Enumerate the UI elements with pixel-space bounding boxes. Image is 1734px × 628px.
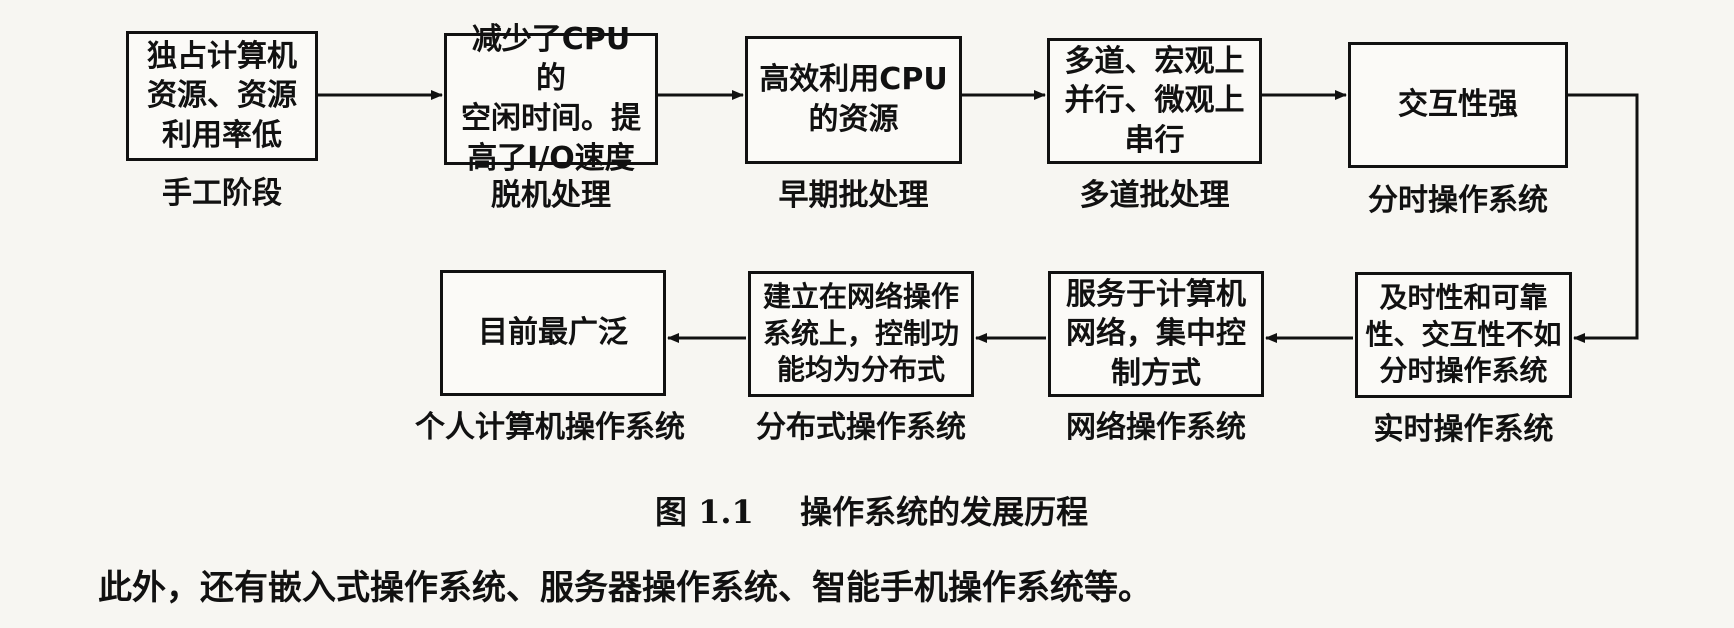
figure-number: 图 1.1 [655,493,754,531]
stage-box-personal-computer-os: 目前最广泛 [440,270,666,396]
stage-label-manual: 手工阶段 [162,176,282,211]
body-paragraph: 此外，还有嵌入式操作系统、服务器操作系统、智能手机操作系统等。 [98,568,1152,608]
stage-label-offline: 脱机处理 [491,178,611,213]
stage-label-multiprogram-batch: 多道批处理 [1079,178,1230,213]
stage-box-offline: 减少了CPU的 空闲时间。提 高了I/O速度 [444,22,658,176]
figure-title: 操作系统的发展历程 [800,493,1089,531]
figure-caption: 图 1.1 操作系统的发展历程 [655,487,1088,533]
arrow-5-6 [1568,93,1639,343]
stage-label-real-time: 实时操作系统 [1373,412,1554,447]
stage-box-time-sharing: 交互性强 [1348,42,1568,168]
stage-box-early-batch: 高效利用CPU 的资源 [745,36,962,164]
stage-box-manual: 独占计算机 资源、资源 利用率低 [126,31,318,161]
stage-box-real-time: 及时性和可靠 性、交互性不如 分时操作系统 [1355,272,1572,398]
stage-label-early-batch: 早期批处理 [778,178,929,213]
stage-label-time-sharing: 分时操作系统 [1368,183,1548,218]
stage-label-distributed-os: 分布式操作系统 [756,410,966,445]
stage-label-network-os: 网络操作系统 [1066,410,1246,445]
stage-box-distributed-os: 建立在网络操作 系统上，控制功 能均为分布式 [748,271,974,397]
stage-box-multiprogram-batch: 多道、宏观上 并行、微观上 串行 [1047,38,1262,164]
stage-label-personal-computer-os: 个人计算机操作系统 [415,410,685,445]
stage-box-network-os: 服务于计算机 网络，集中控 制方式 [1048,271,1264,397]
